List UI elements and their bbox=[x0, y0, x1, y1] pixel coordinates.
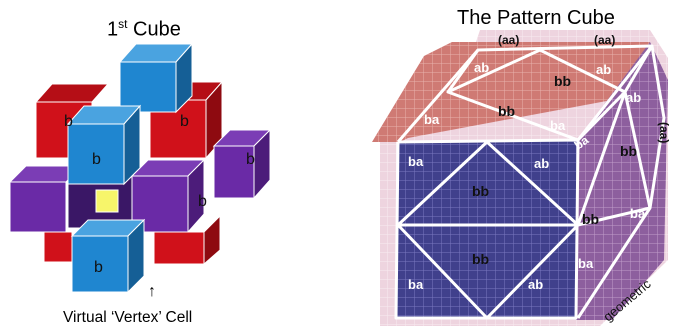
cube-front-face bbox=[396, 140, 578, 318]
blue-cube-top bbox=[118, 42, 194, 114]
label-ba: ba bbox=[550, 118, 566, 133]
label-ba: ba bbox=[578, 256, 594, 271]
cube-top-face bbox=[372, 42, 650, 142]
first-cube-diagram: b b b b b b bbox=[8, 42, 272, 294]
label-ab: ab bbox=[474, 60, 489, 75]
cube-label-b: b bbox=[180, 113, 189, 130]
left-figure-title: 1st Cube bbox=[107, 17, 181, 41]
vertex-cell-arrow-icon: ↑ bbox=[148, 283, 156, 300]
label-bb: bb bbox=[554, 73, 571, 89]
purple-cube-right bbox=[212, 128, 272, 200]
cube-label-b: b bbox=[246, 151, 255, 168]
label-bb: bb bbox=[620, 143, 637, 159]
blue-cube-front bbox=[66, 104, 142, 186]
right-figure-title: The Pattern Cube bbox=[457, 7, 615, 29]
label-ba: ba bbox=[630, 206, 646, 221]
pattern-cube-diagram: (aa) (aa) (aa) ab ab ab ab ab ba ba ba b… bbox=[372, 30, 671, 326]
red-cube-bottom-right bbox=[153, 214, 221, 266]
label-aa: (aa) bbox=[594, 33, 615, 47]
red-cube-bottom-left bbox=[43, 231, 73, 263]
cube-label-b: b bbox=[92, 151, 101, 168]
vertex-cell-caption: Virtual ‘Vertex’ Cell bbox=[63, 309, 193, 326]
cube-label-b: b bbox=[94, 259, 103, 276]
label-aa: (aa) bbox=[657, 122, 671, 143]
label-bb: bb bbox=[582, 211, 599, 227]
label-ab: ab bbox=[626, 90, 641, 105]
cube-label-b: b bbox=[198, 193, 207, 210]
label-ba: ba bbox=[408, 154, 424, 169]
cube-label-b: b bbox=[64, 113, 73, 130]
blue-cube-bottom bbox=[70, 218, 146, 294]
label-bb: bb bbox=[472, 251, 489, 267]
label-ba: ba bbox=[424, 112, 440, 127]
label-bb: bb bbox=[472, 183, 489, 199]
label-ab: ab bbox=[534, 156, 549, 171]
label-aa: (aa) bbox=[498, 33, 519, 47]
label-bb: bb bbox=[498, 103, 515, 119]
label-ba: ba bbox=[408, 277, 424, 292]
label-ab: ab bbox=[528, 277, 543, 292]
label-ab: ab bbox=[596, 62, 611, 77]
